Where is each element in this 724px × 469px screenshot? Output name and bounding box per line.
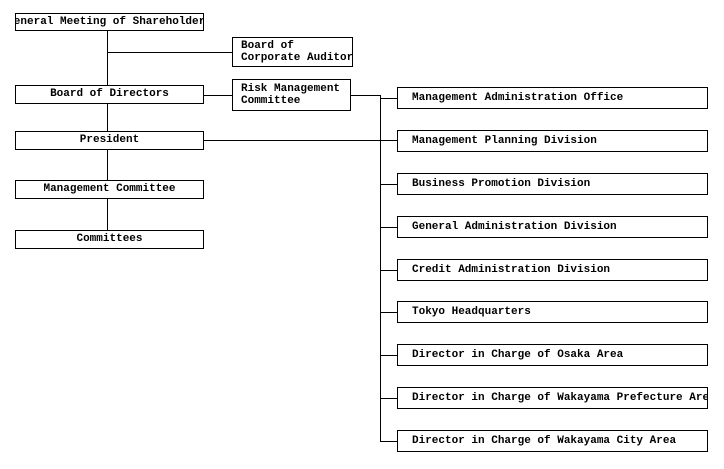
risk-committee-box: Risk Management Committee — [232, 79, 351, 111]
board-box: Board of Directors — [15, 85, 204, 104]
branch-line — [380, 270, 397, 271]
branch-line — [380, 441, 397, 442]
branch-line — [380, 312, 397, 313]
division-box: Management Administration Office — [397, 87, 708, 109]
auditors-box: Board of Corporate Auditors — [232, 37, 353, 67]
line-president-to-mgmt — [107, 150, 108, 180]
division-box: Business Promotion Division — [397, 173, 708, 195]
shareholders-box: General Meeting of Shareholders — [15, 13, 204, 31]
division-box: Tokyo Headquarters — [397, 301, 708, 323]
committees-box: Committees — [15, 230, 204, 249]
line-to-auditors — [107, 52, 232, 53]
management-committee-box: Management Committee — [15, 180, 204, 199]
auditors-line-2: Corporate Auditors — [241, 52, 353, 64]
line-board-to-president — [107, 104, 108, 131]
line-board-to-risk — [203, 95, 232, 96]
auditors-line-1: Board of — [241, 40, 294, 52]
risk-line-2: Committee — [241, 95, 301, 107]
president-box: President — [15, 131, 204, 150]
division-box: Management Planning Division — [397, 130, 708, 152]
division-trunk-line — [380, 95, 381, 441]
division-box: Director in Charge of Osaka Area — [397, 344, 708, 366]
line-risk-to-divisions — [350, 95, 380, 96]
risk-line-1: Risk Management — [241, 83, 341, 95]
line-shareholders-to-board — [107, 31, 108, 85]
branch-line — [380, 184, 397, 185]
branch-line — [380, 227, 397, 228]
branch-line — [380, 98, 397, 99]
branch-line — [380, 398, 397, 399]
division-box: Credit Administration Division — [397, 259, 708, 281]
line-president-to-planning — [203, 140, 397, 141]
division-box: Director in Charge of Wakayama Prefectur… — [397, 387, 708, 409]
division-box: Director in Charge of Wakayama City Area — [397, 430, 708, 452]
line-mgmt-to-committees — [107, 199, 108, 230]
branch-line — [380, 355, 397, 356]
division-box: General Administration Division — [397, 216, 708, 238]
